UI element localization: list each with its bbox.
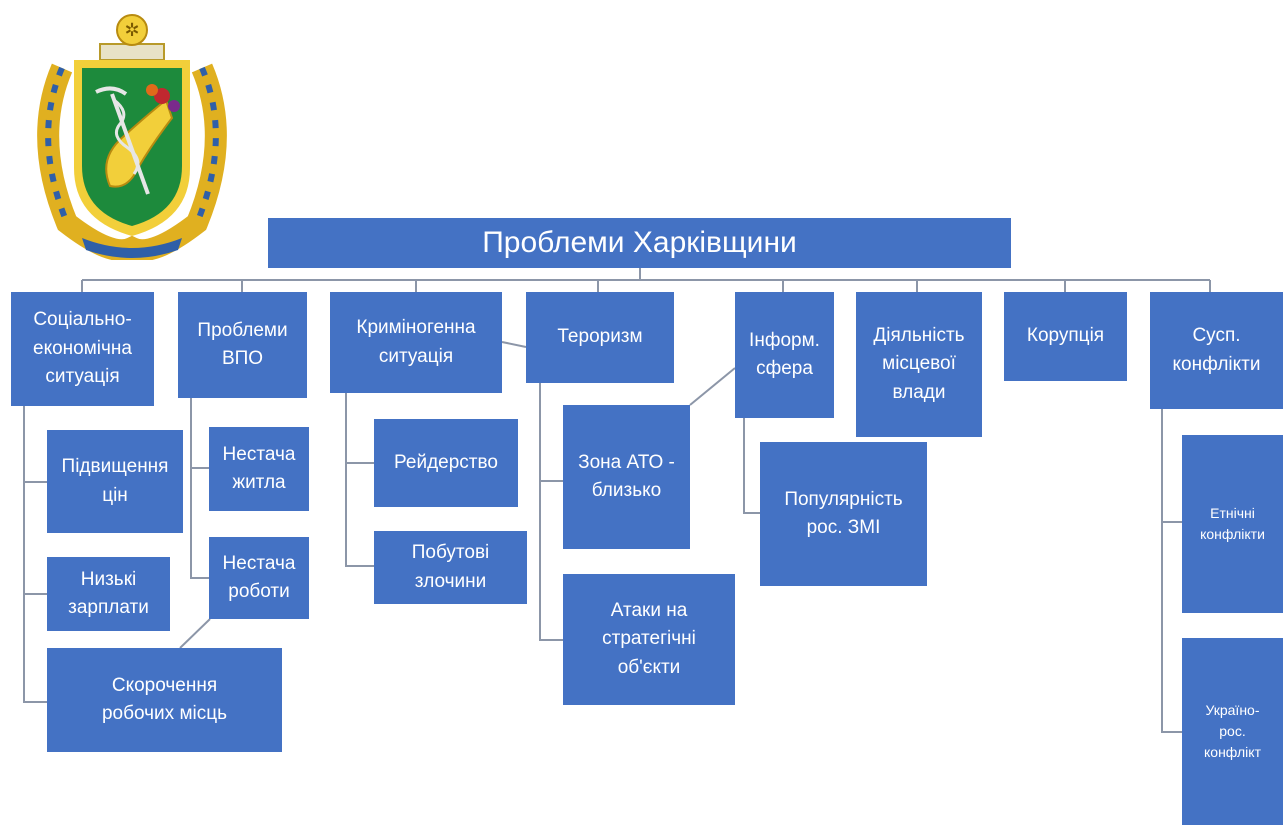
- diagram-title: Проблеми Харківщини: [268, 218, 1011, 268]
- item-ato-zone: Зона АТО - близько: [563, 405, 690, 549]
- connector-social-conflicts-spine: [1161, 409, 1182, 733]
- connector-social-economic-spine: [23, 406, 47, 703]
- category-social-economic: Соціально- економічна ситуація: [11, 292, 154, 406]
- connector-inform-spine: [743, 418, 760, 514]
- category-inform: Інформ. сфера: [735, 292, 834, 418]
- item-russian-media: Популярність рос. ЗМІ: [760, 442, 927, 586]
- coat-of-arms-emblem: ✲: [37, 14, 227, 260]
- item-low-wages: Низькі зарплати: [47, 557, 170, 631]
- connector-criminal-spine: [345, 393, 374, 567]
- item-domestic-crimes: Побутові злочини: [374, 531, 527, 604]
- item-ua-ru-conflict: Україно- рос. конфлікт: [1182, 638, 1283, 825]
- svg-text:✲: ✲: [124, 20, 139, 41]
- item-ethnic-conflicts: Етнічні конфлікти: [1182, 435, 1283, 613]
- item-work-shortage: Нестача роботи: [209, 537, 309, 619]
- item-housing-shortage: Нестача житла: [209, 427, 309, 511]
- connector-vpo-spine: [190, 398, 209, 579]
- connector-ato-inform: [689, 367, 736, 406]
- connector-terrorism-spine: [539, 383, 563, 641]
- category-terrorism: Тероризм: [526, 292, 674, 383]
- category-local-gov: Діяльність місцевої влади: [856, 292, 982, 437]
- item-job-cuts: Скорочення робочих місць: [47, 648, 282, 752]
- item-price-rise: Підвищення цін: [47, 430, 183, 533]
- connector-criminal-terrorism: [501, 341, 527, 348]
- item-attacks: Атаки на стратегічні об'єкти: [563, 574, 735, 705]
- category-criminal: Криміногенна ситуація: [330, 292, 502, 393]
- item-raiding: Рейдерство: [374, 419, 518, 507]
- category-corruption: Корупція: [1004, 292, 1127, 381]
- connector-work-shortage-jobcuts: [179, 618, 211, 649]
- category-vpo: Проблеми ВПО: [178, 292, 307, 398]
- category-social-conflicts: Сусп. конфлікти: [1150, 292, 1283, 409]
